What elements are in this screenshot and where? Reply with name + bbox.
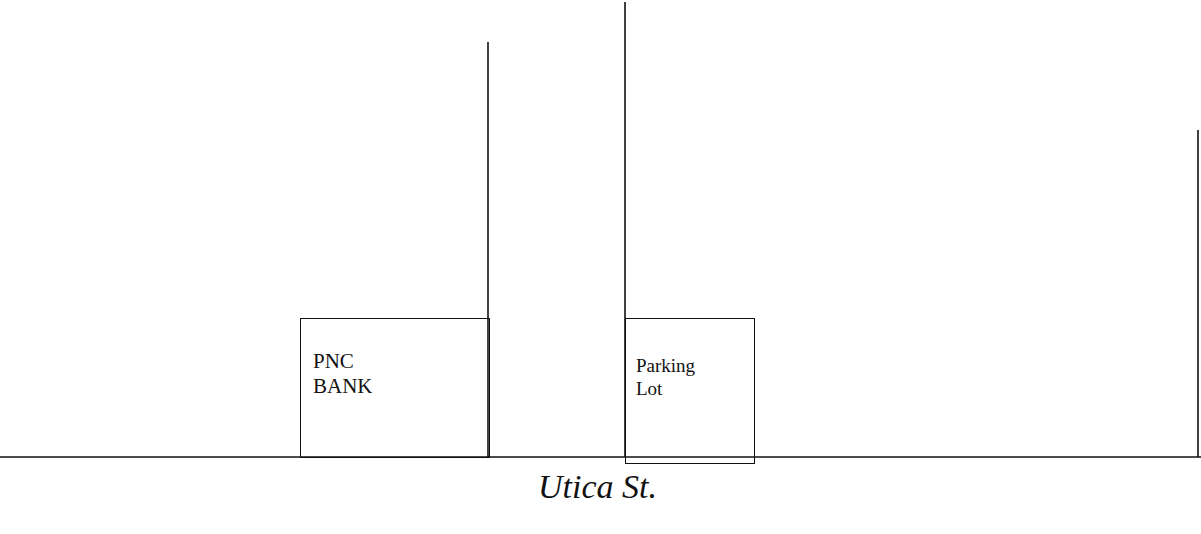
bank-building: PNC BANK <box>300 318 490 458</box>
place-name: PNC BANK <box>313 349 403 399</box>
street-name: Utica St. <box>538 468 657 506</box>
street-line <box>0 456 1201 458</box>
road-edge <box>1197 130 1199 457</box>
parking-lot: Parking Lot <box>625 318 755 464</box>
road-edge <box>487 42 489 457</box>
place-name: Parking Lot <box>636 355 716 401</box>
